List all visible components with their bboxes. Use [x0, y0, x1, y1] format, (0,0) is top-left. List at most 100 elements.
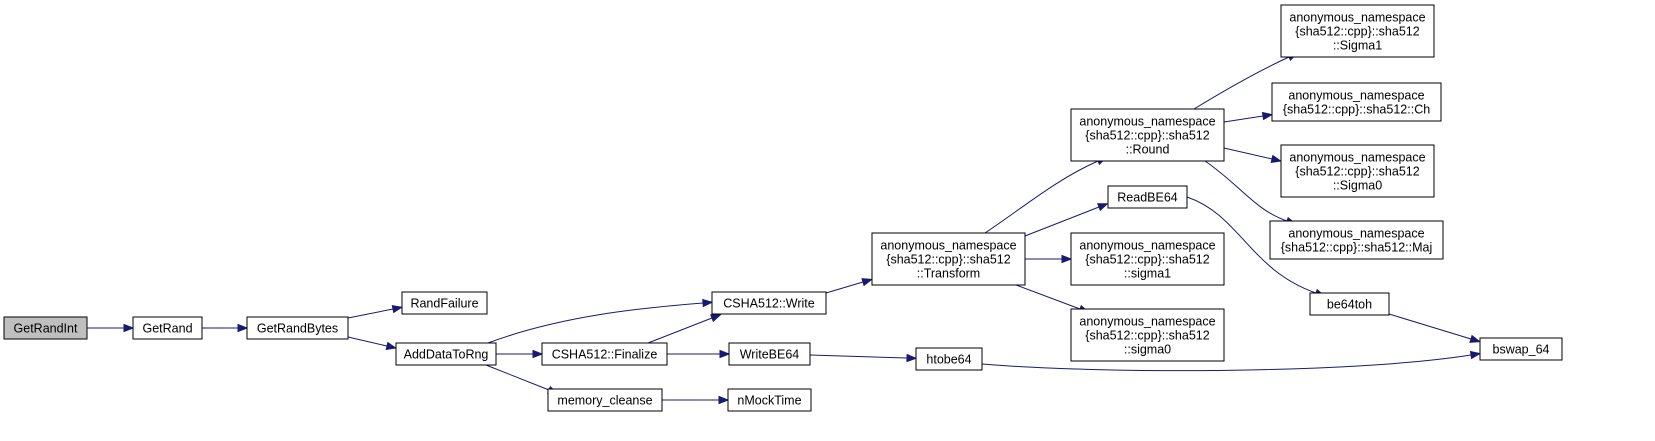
node-label: CSHA512::Write: [723, 297, 815, 311]
arrowhead-icon: [702, 298, 714, 308]
node-box[interactable]: [728, 342, 811, 366]
node-box[interactable]: [401, 291, 488, 315]
node-getrandbytes[interactable]: GetRandBytes: [246, 316, 349, 340]
node-label: {sha512::cpp}::sha512: [1295, 25, 1419, 39]
node-label: {sha512::cpp}::sha512: [1085, 129, 1209, 143]
edge-line: [1204, 160, 1288, 222]
node-label: anonymous_namespace: [1079, 315, 1215, 329]
node-box[interactable]: [915, 347, 983, 371]
node-sigma0small[interactable]: anonymous_namespace{sha512::cpp}::sha512…: [1070, 308, 1225, 362]
arrowhead-icon: [861, 278, 873, 287]
arrowhead-icon: [237, 323, 249, 333]
node-be64toh[interactable]: be64toh: [1309, 292, 1390, 316]
node-box[interactable]: [1280, 4, 1435, 58]
edge-csha512finalize-to-csha512write: [647, 314, 722, 344]
edge-line: [485, 364, 550, 391]
node-box[interactable]: [871, 232, 1026, 286]
node-label: ReadBE64: [1117, 191, 1178, 205]
node-readbe64[interactable]: ReadBE64: [1107, 185, 1188, 209]
edge-adddatatorng-to-csha512finalize: [496, 349, 544, 359]
edge-writebe64-to-htobe64: [809, 353, 918, 363]
node-box[interactable]: [1479, 337, 1563, 361]
node-label: GetRandBytes: [257, 322, 338, 336]
edge-adddatatorng-to-csha512write: [487, 298, 714, 344]
arrowhead-icon: [1061, 254, 1073, 264]
node-sigma1small[interactable]: anonymous_namespace{sha512::cpp}::sha512…: [1070, 232, 1225, 286]
node-label: RandFailure: [410, 297, 478, 311]
node-writebe64[interactable]: WriteBE64: [728, 342, 811, 366]
arrowhead-icon: [385, 341, 398, 351]
node-memorycleanse[interactable]: memory_cleanse: [547, 388, 663, 412]
node-getrand[interactable]: GetRand: [132, 316, 203, 340]
node-box[interactable]: [395, 342, 497, 366]
edge-line: [1024, 206, 1100, 237]
node-label: be64toh: [1327, 298, 1372, 312]
node-box[interactable]: [711, 291, 827, 315]
node-box[interactable]: [132, 316, 203, 340]
node-box[interactable]: [1070, 108, 1225, 162]
edge-line: [981, 354, 1472, 372]
node-sigma0big[interactable]: anonymous_namespace{sha512::cpp}::sha512…: [1280, 144, 1435, 198]
node-box[interactable]: [1269, 220, 1444, 260]
arrowhead-icon: [1261, 111, 1274, 121]
edge-line: [487, 302, 704, 344]
node-label: anonymous_namespace: [880, 239, 1016, 253]
node-label: {sha512::cpp}::sha512: [1085, 253, 1209, 267]
edge-csha512finalize-to-writebe64: [667, 349, 731, 359]
node-csha512write[interactable]: CSHA512::Write: [711, 291, 827, 315]
node-box[interactable]: [1107, 185, 1188, 209]
node-randfailure[interactable]: RandFailure: [401, 291, 488, 315]
node-sigma1big[interactable]: anonymous_namespace{sha512::cpp}::sha512…: [1280, 4, 1435, 58]
edge-round-to-ch: [1223, 111, 1274, 123]
edge-line: [1186, 196, 1317, 294]
node-label: anonymous_namespace: [1079, 115, 1215, 129]
node-label: anonymous_namespace: [1289, 151, 1425, 165]
node-nmocktime[interactable]: nMockTime: [727, 388, 812, 412]
node-label: anonymous_namespace: [1079, 239, 1215, 253]
node-htobe64[interactable]: htobe64: [915, 347, 983, 371]
node-transform[interactable]: anonymous_namespace{sha512::cpp}::sha512…: [871, 232, 1026, 286]
arrowhead-icon: [906, 353, 918, 363]
edge-line: [809, 354, 908, 359]
edge-line: [1223, 115, 1264, 123]
edge-round-to-sigma0big: [1223, 147, 1283, 164]
edge-line: [1388, 313, 1472, 340]
node-label: ::sigma1: [1124, 267, 1171, 281]
edge-csha512write-to-transform: [825, 278, 873, 294]
edge-htobe64-to-bswap64: [981, 350, 1482, 372]
node-box[interactable]: [547, 388, 663, 412]
node-label: {sha512::cpp}::sha512::Maj: [1281, 241, 1433, 255]
node-box[interactable]: [1280, 144, 1435, 198]
edge-getrandbytes-to-adddatatorng: [347, 336, 398, 351]
node-box[interactable]: [1271, 82, 1442, 122]
node-box[interactable]: [727, 388, 812, 412]
edge-memorycleanse-to-nmocktime: [662, 395, 730, 405]
node-box[interactable]: [1309, 292, 1390, 316]
edge-line: [647, 317, 713, 344]
node-bswap64[interactable]: bswap_64: [1479, 337, 1563, 361]
node-box[interactable]: [541, 342, 668, 366]
node-label: ::Transform: [917, 267, 980, 281]
node-label: ::sigma0: [1124, 343, 1171, 357]
node-adddatatorng[interactable]: AddDataToRng: [395, 342, 497, 366]
node-box[interactable]: [246, 316, 349, 340]
node-round[interactable]: anonymous_namespace{sha512::cpp}::sha512…: [1070, 108, 1225, 162]
node-maj[interactable]: anonymous_namespace{sha512::cpp}::sha512…: [1269, 220, 1444, 260]
edge-transform-to-sigma0small: [1015, 284, 1090, 313]
node-label: GetRand: [142, 322, 192, 336]
node-label: anonymous_namespace: [1288, 89, 1424, 103]
node-box[interactable]: [1070, 308, 1225, 362]
arrowhead-icon: [1469, 350, 1482, 360]
edge-line: [347, 308, 394, 319]
edge-transform-to-sigma1small: [1025, 254, 1073, 264]
arrowhead-icon: [1096, 203, 1109, 212]
node-ch[interactable]: anonymous_namespace{sha512::cpp}::sha512…: [1271, 82, 1442, 122]
edge-getrand-to-getrandbytes: [202, 323, 249, 333]
node-getrandint[interactable]: GetRandInt: [3, 316, 88, 340]
node-box[interactable]: [1070, 232, 1225, 286]
edge-getrandint-to-getrand: [87, 323, 135, 333]
node-box[interactable]: [3, 316, 88, 340]
edge-transform-to-readbe64: [1024, 203, 1109, 237]
node-csha512finalize[interactable]: CSHA512::Finalize: [541, 342, 668, 366]
